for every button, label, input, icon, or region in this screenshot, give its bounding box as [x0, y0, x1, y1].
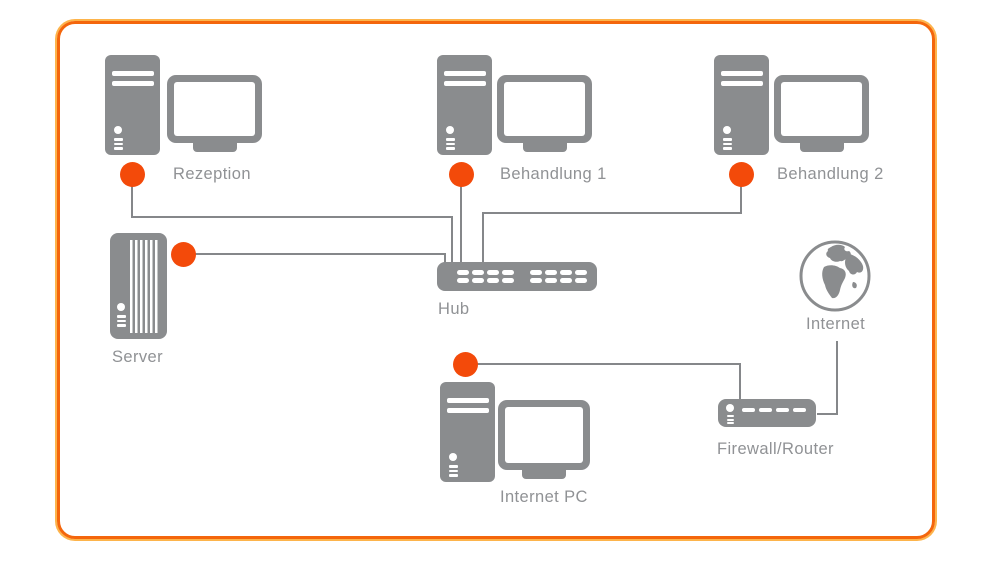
- status-led: [726, 404, 734, 412]
- computer-tower-icon: [105, 55, 160, 155]
- wire-internet-firewall: [817, 341, 838, 415]
- firewall-router-icon: [718, 399, 816, 427]
- computer-tower-icon: [714, 55, 769, 155]
- power-button-icon: [723, 126, 731, 134]
- node-label-firewall: Firewall/Router: [717, 440, 834, 458]
- monitor-screen: [174, 82, 255, 136]
- diagram-frame: [57, 21, 935, 539]
- computer-tower-icon: [437, 55, 492, 155]
- vent-slits: [446, 138, 455, 152]
- node-label-hub: Hub: [438, 300, 470, 318]
- wire-rezeption-hub: [131, 186, 453, 263]
- monitor-stand: [800, 143, 844, 152]
- monitor-screen: [781, 82, 862, 136]
- monitor-icon: [497, 75, 592, 143]
- drive-bay: [721, 81, 763, 86]
- node-label-internet: Internet: [806, 315, 866, 333]
- wire-behandlung2-hub: [482, 186, 742, 263]
- node-label-rezeption: Rezeption: [173, 165, 251, 183]
- vent-slits: [449, 465, 458, 479]
- globe-icon: [799, 240, 871, 312]
- server-icon: [110, 233, 167, 339]
- hub-ports: [457, 270, 515, 283]
- router-ports: [742, 408, 806, 412]
- node-label-internet-pc: Internet PC: [500, 488, 588, 506]
- wire-internetpc-firewall: [476, 363, 741, 400]
- vent-slits: [117, 315, 126, 329]
- drive-bay: [721, 71, 763, 76]
- monitor-screen: [505, 407, 583, 463]
- vent-slits: [723, 138, 732, 152]
- node-label-behandlung1: Behandlung 1: [500, 165, 607, 183]
- power-button-icon: [117, 303, 125, 311]
- drive-bay: [112, 81, 154, 86]
- server-vents: [130, 240, 158, 333]
- drive-bay: [444, 81, 486, 86]
- drive-bay: [447, 408, 489, 413]
- node-label-behandlung2: Behandlung 2: [777, 165, 884, 183]
- connection-dot: [119, 161, 145, 187]
- monitor-icon: [167, 75, 262, 143]
- monitor-icon: [498, 400, 590, 470]
- power-button-icon: [449, 453, 457, 461]
- connection-dot: [170, 241, 196, 267]
- monitor-stand: [523, 143, 567, 152]
- connection-dot: [728, 161, 754, 187]
- drive-bay: [444, 71, 486, 76]
- vent-slits: [727, 415, 734, 426]
- monitor-stand: [193, 143, 237, 152]
- hub-icon: [437, 262, 597, 291]
- power-button-icon: [446, 126, 454, 134]
- connection-dot: [452, 351, 478, 377]
- wire-server-hub: [194, 253, 446, 263]
- monitor-stand: [522, 470, 566, 479]
- node-label-server: Server: [112, 348, 163, 366]
- drive-bay: [447, 398, 489, 403]
- monitor-icon: [774, 75, 869, 143]
- computer-tower-icon: [440, 382, 495, 482]
- hub-ports: [530, 270, 588, 283]
- connection-dot: [448, 161, 474, 187]
- vent-slits: [114, 138, 123, 152]
- power-button-icon: [114, 126, 122, 134]
- drive-bay: [112, 71, 154, 76]
- monitor-screen: [504, 82, 585, 136]
